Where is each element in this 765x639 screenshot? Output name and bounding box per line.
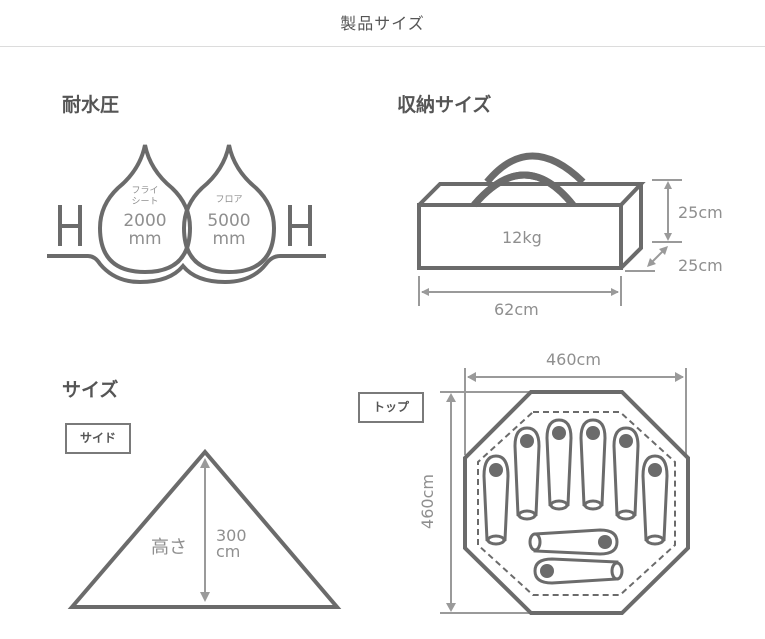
side-view-triangle-icon (67, 448, 342, 609)
height-number: 300 (216, 526, 247, 545)
storage-height: 25cm (678, 203, 723, 222)
water-resistance-title: 耐水圧 (62, 94, 120, 116)
sleeping-bag-icon (612, 426, 640, 521)
storage-depth: 25cm (678, 256, 723, 275)
side-view-tag: サイド (65, 423, 131, 454)
fly-sheet-label-line2: シート (131, 197, 159, 207)
height-label: 高さ (151, 537, 187, 558)
floor-label: フロア (215, 195, 243, 205)
sleeping-bag-icon (513, 426, 541, 521)
sleeping-bag-icon (533, 557, 624, 585)
sleeping-bag-icon (528, 528, 619, 556)
fly-sheet-unit: mm (128, 229, 162, 249)
storage-weight: 12kg (502, 228, 542, 247)
storage-width: 62cm (494, 300, 539, 319)
page-header: 製品サイズ (0, 0, 765, 47)
size-title: サイズ (62, 379, 119, 401)
top-view-octagon-icon (440, 368, 690, 615)
top-depth: 460cm (417, 474, 437, 529)
storage-bag-icon (417, 152, 646, 270)
sleeping-bag-icon (482, 454, 510, 546)
height-unit: cm (216, 542, 241, 561)
sleeping-bag-icon (579, 418, 607, 511)
floor-unit: mm (212, 229, 246, 249)
page-title: 製品サイズ (340, 14, 425, 33)
fly-sheet-number: 2000 (123, 211, 167, 231)
storage-dimension-lines (418, 179, 682, 306)
height-value: 300 cm (216, 528, 247, 560)
top-width: 460cm (546, 350, 601, 369)
water-drops-icon (47, 144, 326, 285)
fly-sheet-label-line1: フライ (131, 186, 159, 196)
floor-number: 5000 (207, 211, 251, 231)
top-view-tag: トップ (358, 392, 424, 423)
floor-value: 5000 mm (204, 212, 254, 248)
fly-sheet-value: 2000 mm (120, 212, 170, 248)
sleeping-bag-icon (545, 418, 573, 511)
storage-size-title: 収納サイズ (397, 94, 492, 116)
sleeping-bag-icon (641, 454, 669, 546)
fly-sheet-label: フライ シート (128, 186, 162, 208)
